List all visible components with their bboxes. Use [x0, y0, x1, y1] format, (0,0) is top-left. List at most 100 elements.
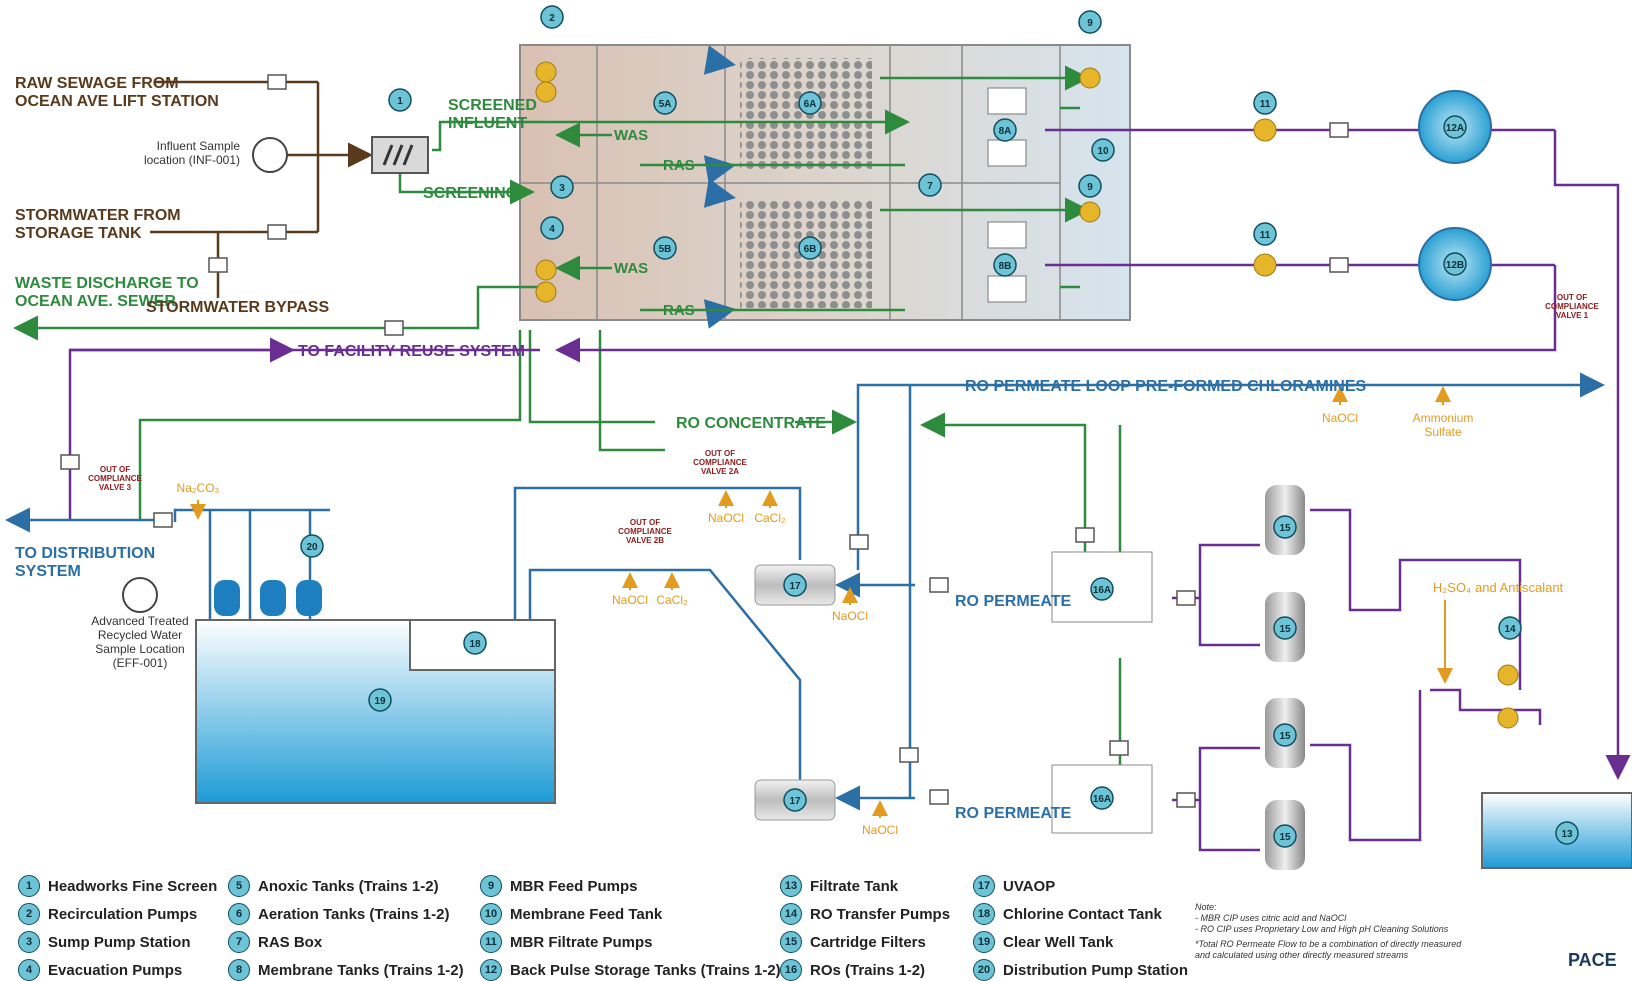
svg-text:8B: 8B: [999, 261, 1012, 272]
cacl2-label-2a: CaCl₂: [754, 511, 786, 525]
svg-text:11: 11: [1260, 230, 1271, 241]
svg-text:6A: 6A: [804, 99, 817, 110]
ro-permeate-loop-label: RO PERMEATE LOOP PRE-FORMED CHLORAMINES: [965, 378, 1367, 395]
svg-text:9: 9: [1087, 18, 1093, 29]
ammonium-label-2: Sulfate: [1424, 425, 1462, 439]
influent-piping: [150, 80, 373, 298]
stormwater-label-2: STORAGE TANK: [15, 225, 142, 242]
ooc2b-label-2: COMPLIANCE: [618, 527, 672, 536]
svg-text:9: 9: [1087, 182, 1093, 193]
screened-influent-label-1: SCREENED: [448, 97, 537, 114]
svg-text:1: 1: [397, 96, 403, 107]
svg-text:19: 19: [374, 696, 386, 707]
diagram-labels: RAW SEWAGE FROM OCEAN AVE LIFT STATION S…: [15, 75, 1600, 837]
cacl2-label-2b: CaCl₂: [656, 593, 688, 607]
ooc1-label-2: COMPLIANCE: [1545, 302, 1599, 311]
ro-permeate-label-2: RO PERMEATE: [955, 805, 1071, 822]
h2so4-label: H₂SO₄ and Antiscalant: [1433, 580, 1564, 595]
chemical-injections: [190, 386, 1453, 818]
na2co3-label: Na₂CO₃: [177, 481, 220, 495]
bioreactor-block: [519, 44, 1131, 329]
cartridge-filters: [1265, 485, 1305, 870]
svg-text:13: 13: [1561, 829, 1573, 840]
ooc2b-label-3: VALVE 2B: [626, 536, 664, 545]
effluent-sample-label-1: Advanced Treated: [91, 614, 188, 628]
was-label-1: WAS: [614, 127, 648, 144]
svg-text:14: 14: [1504, 624, 1516, 635]
ooc1-label-1: OUT OF: [1557, 293, 1587, 302]
screen-bars: [382, 144, 414, 166]
ooc1-label-3: VALVE 1: [1556, 311, 1589, 320]
svg-text:15: 15: [1279, 731, 1291, 742]
effluent-sample-label-4: (EFF-001): [113, 656, 168, 670]
raw-sewage-label-2: OCEAN AVE LIFT STATION: [15, 93, 219, 110]
pace-logo: PACE: [1568, 950, 1617, 970]
svg-text:10: 10: [1097, 146, 1109, 157]
influent-sample-label-2: location (INF-001): [144, 153, 240, 167]
svg-text:2: 2: [549, 13, 555, 24]
ooc2b-label-1: OUT OF: [630, 518, 660, 527]
waste-discharge-label-1: WASTE DISCHARGE TO: [15, 275, 199, 292]
naocl-label-uv2: NaOCl: [862, 823, 898, 837]
green-piping: [13, 65, 1122, 770]
naocl-label-2a: NaOCl: [708, 511, 744, 525]
svg-text:7: 7: [927, 181, 933, 192]
facility-reuse-label: TO FACILITY REUSE SYSTEM: [298, 343, 525, 360]
ooc2a-label-3: VALVE 2A: [701, 467, 739, 476]
influent-sample-label-1: Influent Sample: [157, 139, 241, 153]
ro-concentrate-label: RO CONCENTRATE: [676, 415, 826, 432]
ras-label-1: RAS: [663, 157, 695, 174]
notes-line-2: - RO CIP uses Proprietary Low and High p…: [1195, 924, 1449, 934]
ooc3-label-1: OUT OF: [100, 465, 130, 474]
svg-text:15: 15: [1279, 624, 1291, 635]
svg-text:3: 3: [559, 183, 565, 194]
svg-text:11: 11: [1260, 99, 1271, 110]
svg-text:8A: 8A: [999, 126, 1012, 137]
svg-text:18: 18: [469, 639, 481, 650]
screening-label: SCREENING: [423, 185, 518, 202]
svg-text:5B: 5B: [659, 244, 672, 255]
stormwater-label-1: STORMWATER FROM: [15, 207, 181, 224]
naocl-label-loop: NaOCl: [1322, 411, 1358, 425]
stormwater-bypass-label: STORMWATER BYPASS: [146, 299, 329, 316]
screened-influent-label-2: INFLUENT: [448, 115, 527, 132]
waste-discharge-label-2: OCEAN AVE. SEWER: [15, 293, 176, 310]
to-distribution-label-2: SYSTEM: [15, 563, 81, 580]
svg-text:5A: 5A: [659, 99, 672, 110]
notes-title: Note:: [1195, 902, 1217, 912]
ro-permeate-label-1: RO PERMEATE: [955, 593, 1071, 610]
notes-line-3: *Total RO Permeate Flow to be a combinat…: [1195, 939, 1462, 949]
ammonium-label-1: Ammonium: [1413, 411, 1474, 425]
naocl-label-uv1: NaOCl: [832, 609, 868, 623]
naocl-label-2b: NaOCl: [612, 593, 648, 607]
flow-meters: [60, 74, 1349, 808]
influent-sample-gauge: [252, 137, 288, 173]
svg-text:6B: 6B: [804, 244, 817, 255]
notes-line-4: and calculated using other directly meas…: [1195, 950, 1409, 960]
membrane-module-8b: [987, 221, 1027, 303]
headworks-screen: [371, 136, 429, 174]
raw-sewage-label-1: RAW SEWAGE FROM: [15, 75, 179, 92]
svg-text:12B: 12B: [1446, 260, 1464, 271]
notes: Note: - MBR CIP uses citric acid and NaO…: [1195, 902, 1495, 961]
ooc3-label-2: COMPLIANCE: [88, 474, 142, 483]
effluent-sample-gauge: [122, 577, 158, 613]
was-label-2: WAS: [614, 260, 648, 277]
